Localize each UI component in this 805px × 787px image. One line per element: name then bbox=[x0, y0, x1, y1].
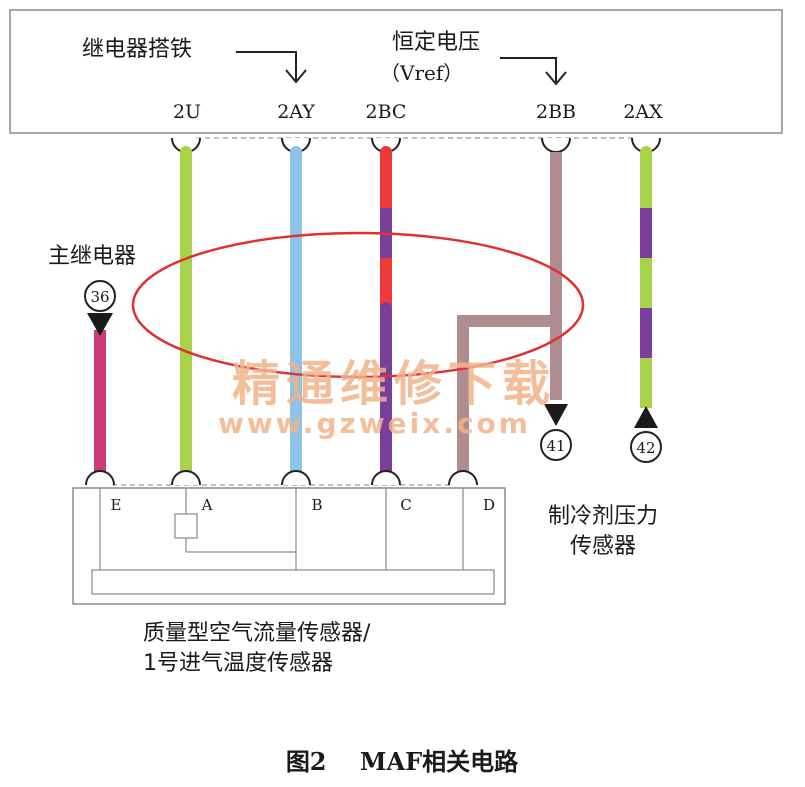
sensor-internal-lines bbox=[91, 488, 495, 595]
vref-arrow bbox=[500, 57, 557, 82]
relay-ground-arrow bbox=[236, 51, 297, 80]
watermark-cn: 精通维修下载 bbox=[232, 356, 556, 412]
maf-sensor-label-line1: 质量型空气流量传感器/ bbox=[143, 621, 371, 646]
ecm-box bbox=[9, 9, 783, 134]
sensor-pin-a: A bbox=[201, 496, 213, 514]
sensor-pin-d: D bbox=[483, 496, 495, 514]
figure-caption: 图2 MAF相关电路 bbox=[286, 747, 519, 776]
main-relay-label: 主继电器 bbox=[48, 244, 136, 269]
ecm-pin-2ay: 2AY bbox=[277, 101, 315, 123]
ecm-terminals bbox=[171, 137, 661, 153]
connector-41-circle bbox=[540, 429, 572, 461]
connector-41-label: 41 bbox=[546, 437, 565, 455]
connector-36-arrow bbox=[87, 313, 113, 336]
ecm-pin-2bc: 2BC bbox=[366, 101, 407, 123]
pressure-sensor-label-line2: 传感器 bbox=[570, 534, 636, 559]
maf-sensor-label-line2: 1号进气温度传感器 bbox=[143, 651, 333, 676]
sensor-terminals bbox=[85, 470, 478, 486]
connector-42-arrow bbox=[634, 406, 658, 428]
maf-sensor-box bbox=[72, 487, 506, 605]
ecm-pin-2bb: 2BB bbox=[536, 101, 576, 123]
ecm-pin-2u: 2U bbox=[173, 101, 201, 123]
connector-36-label: 36 bbox=[90, 288, 109, 306]
sensor-pin-b: B bbox=[311, 496, 322, 514]
connector-41-arrow bbox=[544, 404, 568, 426]
sensor-pin-e: E bbox=[111, 496, 122, 514]
ecm-pin-2ax: 2AX bbox=[623, 101, 663, 123]
vref-label: 恒定电压 bbox=[392, 30, 480, 55]
connector-36-circle bbox=[84, 280, 116, 312]
relay-ground-label: 继电器搭铁 bbox=[82, 37, 192, 62]
pressure-sensor-label-line1: 制冷剂压力 bbox=[548, 504, 658, 529]
highlight-ellipse bbox=[131, 231, 585, 379]
vref-sub-label: （Vref） bbox=[380, 61, 463, 85]
wire-2bb bbox=[457, 152, 562, 478]
watermark-url: www.gzweix.com bbox=[218, 407, 531, 440]
connector-42-circle bbox=[630, 431, 662, 463]
sensor-pin-c: C bbox=[400, 496, 411, 514]
connector-42-label: 42 bbox=[636, 439, 655, 457]
